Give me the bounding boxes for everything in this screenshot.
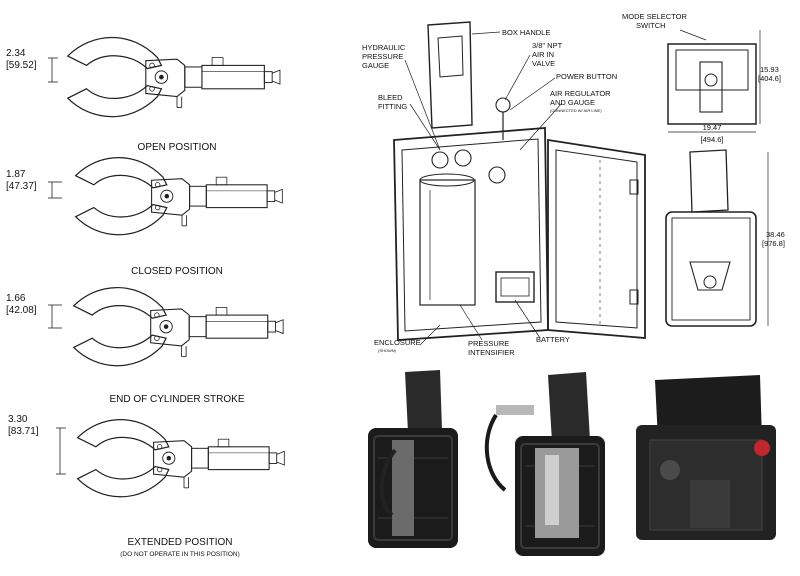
dim-closed-mm: [47.37] bbox=[6, 181, 37, 192]
callout-air-valve-2: AIR IN bbox=[532, 50, 554, 59]
callout-air-regulator-1: AIR REGULATOR bbox=[550, 89, 611, 98]
dim-closed: 1.87 bbox=[6, 169, 26, 180]
caption-end-stroke: END OF CYLINDER STROKE bbox=[109, 394, 244, 405]
dim-extended: 3.30 bbox=[8, 414, 28, 425]
callout-hydraulic-3: GAUGE bbox=[362, 61, 389, 70]
callout-hydraulic-1: HYDRAULIC bbox=[362, 43, 406, 52]
clamp-diagram-open bbox=[48, 36, 281, 118]
callout-mode-selector-1: MODE SELECTOR bbox=[622, 12, 687, 21]
callout-air-valve-1: 3/8" NPT bbox=[532, 41, 563, 50]
clamp-diagram-end-stroke bbox=[48, 286, 284, 367]
callout-bleed-1: BLEED bbox=[378, 93, 403, 102]
callout-air-regulator-2: AND GAUGE bbox=[550, 98, 595, 107]
dim-front-height: 38.46 bbox=[766, 230, 785, 239]
caption-open: OPEN POSITION bbox=[138, 142, 217, 153]
callout-enclosure-sub: (SHOWN) bbox=[378, 348, 397, 353]
callout-box-handle: BOX HANDLE bbox=[502, 28, 550, 37]
photo-case-back bbox=[367, 370, 459, 549]
callout-intensifier-2: INTENSIFIER bbox=[468, 348, 515, 357]
clamp-diagram-closed bbox=[48, 157, 283, 236]
dim-top-width-mm: [494.6] bbox=[701, 135, 724, 144]
callout-hydraulic-2: PRESSURE bbox=[362, 52, 403, 61]
dim-open: 2.34 bbox=[6, 48, 26, 59]
caption-extended-note: (DO NOT OPERATE IN THIS POSITION) bbox=[120, 551, 240, 558]
callout-battery: BATTERY bbox=[536, 335, 570, 344]
caption-closed: CLOSED POSITION bbox=[131, 266, 223, 277]
callout-air-regulator-sub: (CONNECTED W/ AIR LINE) bbox=[550, 108, 602, 113]
callout-air-valve-3: VALVE bbox=[532, 59, 555, 68]
dim-end-stroke-mm: [42.08] bbox=[6, 305, 37, 316]
dim-top-height-mm: [404.6] bbox=[758, 74, 781, 83]
case-top-view bbox=[667, 30, 761, 133]
dim-top-height: 15.93 bbox=[760, 65, 779, 74]
caption-extended: EXTENDED POSITION bbox=[127, 537, 232, 548]
dim-front-height-mm: [976.8] bbox=[762, 239, 785, 248]
callout-power-button: POWER BUTTON bbox=[556, 72, 617, 81]
callout-leaders bbox=[404, 29, 707, 346]
dim-end-stroke: 1.66 bbox=[6, 293, 26, 304]
dim-open-mm: [59.52] bbox=[6, 60, 37, 71]
clamp-diagram-extended bbox=[56, 419, 285, 498]
dim-extended-mm: [83.71] bbox=[8, 426, 39, 437]
callout-mode-selector-2: SWITCH bbox=[636, 21, 666, 30]
callout-intensifier-1: PRESSURE bbox=[468, 339, 509, 348]
photo-case-open bbox=[484, 372, 606, 557]
case-front-view bbox=[665, 149, 769, 327]
callout-bleed-2: FITTING bbox=[378, 102, 407, 111]
photo-case-top bbox=[636, 375, 776, 540]
case-open-diagram bbox=[393, 21, 646, 341]
dim-top-width: 19.47 bbox=[703, 123, 722, 132]
callout-enclosure: ENCLOSURE bbox=[374, 338, 421, 347]
